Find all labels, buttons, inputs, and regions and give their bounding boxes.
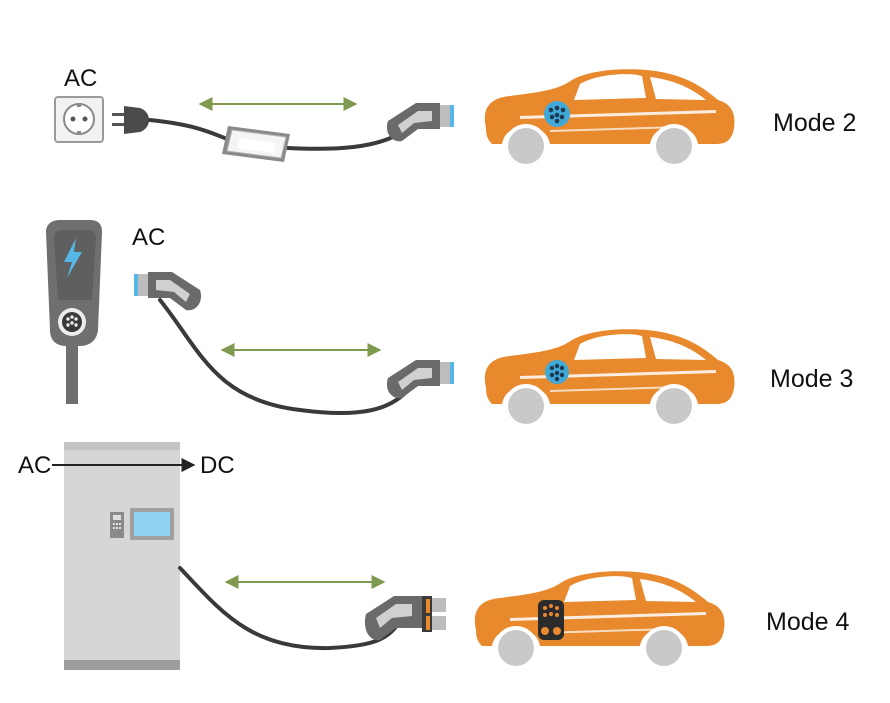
mode-3-row: AC (46, 220, 853, 428)
household-socket-icon (54, 96, 104, 143)
lightning-icon (64, 238, 82, 278)
mode-2-source-label: AC (64, 65, 97, 92)
ac-type2-inlet-icon (544, 101, 570, 127)
mode-2-car (484, 69, 735, 168)
conversion-to-label: DC (200, 452, 235, 479)
mode-4-row: AC DC (18, 442, 849, 670)
ccs-combo-inlet-icon (538, 600, 564, 640)
mode-2-label: Mode 2 (773, 109, 856, 137)
ac-type2-inlet-icon (545, 360, 569, 384)
ccs-plug-icon (364, 596, 446, 641)
mode-2-row: AC (54, 65, 856, 168)
mode-4-car (474, 571, 725, 670)
station-screen (134, 512, 170, 536)
mode-3-source-label: AC (132, 224, 165, 251)
wallbox-icon (46, 220, 102, 404)
dc-charging-station-icon (64, 442, 180, 670)
mode-3-car-plug-icon (386, 360, 454, 399)
mains-plug-icon (112, 106, 149, 134)
mode-2-car-plug-icon (386, 103, 454, 142)
mode-4-label: Mode 4 (766, 608, 849, 636)
mode-4-cable (178, 566, 397, 651)
mode-3-station-plug-icon (134, 272, 202, 311)
card-reader-icon (110, 512, 124, 538)
mode-3-cable (158, 298, 410, 416)
conversion-from-label: AC (18, 452, 51, 479)
mode-3-car (484, 329, 735, 428)
in-cable-control-box-icon (222, 126, 290, 162)
mode-3-label: Mode 3 (770, 365, 853, 393)
